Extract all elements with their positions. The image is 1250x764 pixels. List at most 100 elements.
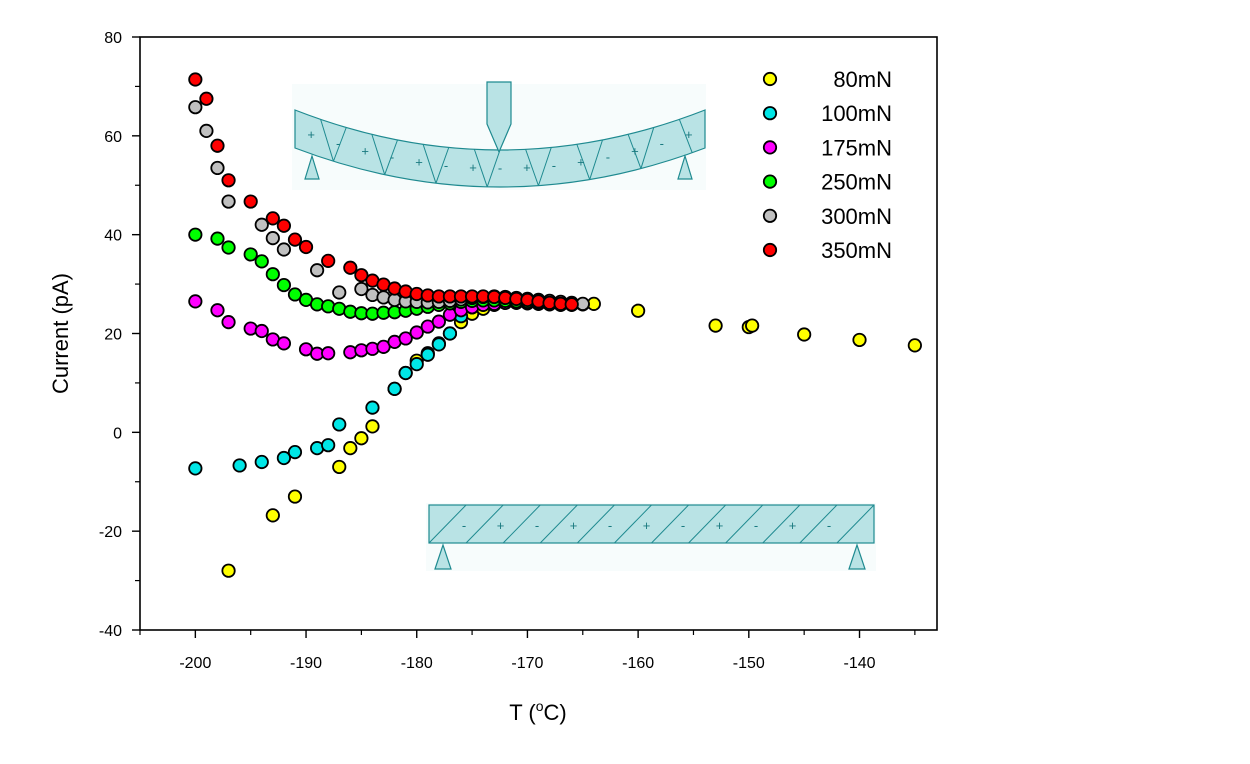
y-tick-label: 0 xyxy=(113,425,122,442)
bent-beam-divider xyxy=(332,127,347,162)
data-point xyxy=(431,314,446,329)
data-point xyxy=(265,211,280,226)
legend-marker xyxy=(762,208,778,223)
data-point xyxy=(420,347,435,362)
x-tick-label: -180 xyxy=(401,655,433,672)
data-point xyxy=(409,357,424,372)
data-point xyxy=(210,138,225,153)
right-support-triangle xyxy=(848,543,866,570)
data-point xyxy=(852,332,867,348)
legend-marker xyxy=(762,106,778,121)
data-point xyxy=(254,454,269,470)
y-tick-label: 20 xyxy=(104,327,122,344)
bent-beam-sign: + xyxy=(469,160,477,175)
bent-beam-inset: +-+-+-+-+-+-+-+ xyxy=(292,81,706,190)
straight-beam-inset: -+-+-+-+-+- xyxy=(426,503,876,571)
data-point xyxy=(442,326,458,341)
data-point xyxy=(199,91,214,106)
bent-beam-sign: + xyxy=(361,143,369,158)
y-tick-label: 60 xyxy=(104,129,122,146)
legend-label: 100mN xyxy=(821,101,892,126)
straight-beam-sign: + xyxy=(570,518,578,533)
bent-beam-divider xyxy=(384,139,398,175)
straight-beam-sign: - xyxy=(754,518,758,533)
x-axis-label-main: T ( xyxy=(509,700,536,725)
straight-beam-sign: - xyxy=(535,518,539,533)
data-point xyxy=(398,365,413,381)
data-point xyxy=(287,489,303,504)
data-point xyxy=(287,232,303,247)
data-point xyxy=(243,194,258,209)
bent-beam-divider xyxy=(422,144,437,184)
bent-beam-sign: + xyxy=(307,127,315,142)
data-point xyxy=(221,173,236,188)
straight-beam-sign: + xyxy=(716,518,724,533)
data-point xyxy=(221,315,236,330)
bent-beam-divider xyxy=(589,139,603,180)
x-axis-label-degree: o xyxy=(536,698,544,714)
data-point xyxy=(321,438,336,453)
data-point xyxy=(188,294,203,309)
straight-beam-divider xyxy=(576,504,615,544)
data-point xyxy=(708,318,723,333)
data-point xyxy=(321,346,336,361)
data-point xyxy=(276,277,292,293)
bent-beam-divider xyxy=(537,147,552,186)
x-axis-label-unit: C) xyxy=(544,700,567,725)
data-point xyxy=(188,461,203,476)
straight-beam-divider xyxy=(465,504,504,544)
bent-beam-divider xyxy=(678,119,693,153)
straight-beam-divider xyxy=(614,504,652,544)
straight-beam-sign: - xyxy=(827,518,831,533)
data-point xyxy=(265,267,280,282)
x-tick-label: -170 xyxy=(511,655,543,672)
left-support-triangle xyxy=(304,153,320,180)
data-point xyxy=(221,563,236,578)
data-point xyxy=(276,450,292,466)
data-point xyxy=(188,227,203,242)
data-points xyxy=(188,72,922,578)
bent-beam-divider xyxy=(435,147,450,184)
data-point xyxy=(265,508,280,523)
data-point xyxy=(276,336,292,351)
straight-beam-sign: - xyxy=(608,518,612,533)
y-tick-label: 40 xyxy=(104,228,122,245)
straight-beam-divider xyxy=(836,504,875,544)
x-tick-label: -200 xyxy=(179,655,211,672)
bent-beam-sign: + xyxy=(415,154,423,169)
data-point xyxy=(354,268,369,283)
data-point xyxy=(431,337,446,352)
straight-beam-divider xyxy=(651,504,689,544)
bent-beam-sign: - xyxy=(660,136,664,151)
straight-beam-sign: + xyxy=(497,518,505,533)
axis-ticks: -200-190-180-170-160-150-140-40-20020406… xyxy=(99,30,916,672)
beam-insets: +-+-+-+-+-+-+-+-+-+-+-+-+- xyxy=(292,81,876,571)
data-point xyxy=(265,231,280,246)
bent-beam-sign: - xyxy=(498,161,502,176)
data-point xyxy=(221,194,236,209)
x-tick-label: -190 xyxy=(290,655,322,672)
right-support-triangle xyxy=(677,153,693,180)
data-point xyxy=(298,239,314,255)
series-350mN xyxy=(188,72,579,312)
bent-beam-divider xyxy=(320,119,334,162)
data-point xyxy=(343,260,358,275)
legend-label: 175mN xyxy=(821,135,892,160)
bent-beam-sign: - xyxy=(606,150,610,165)
data-point xyxy=(332,459,347,475)
data-point xyxy=(310,263,325,278)
straight-beam-sign: - xyxy=(462,518,466,533)
data-point xyxy=(907,338,922,353)
indenter-probe xyxy=(486,81,512,154)
bent-beam-divider xyxy=(627,134,642,169)
data-point xyxy=(321,253,336,268)
bent-beam-divider xyxy=(525,149,539,186)
bent-beam-sign: + xyxy=(523,160,531,175)
data-point xyxy=(221,240,236,255)
bent-beam-divider xyxy=(371,134,386,175)
data-point xyxy=(199,123,214,138)
data-point xyxy=(409,325,424,340)
y-tick-label: -40 xyxy=(99,623,122,640)
legend-marker xyxy=(762,174,778,189)
